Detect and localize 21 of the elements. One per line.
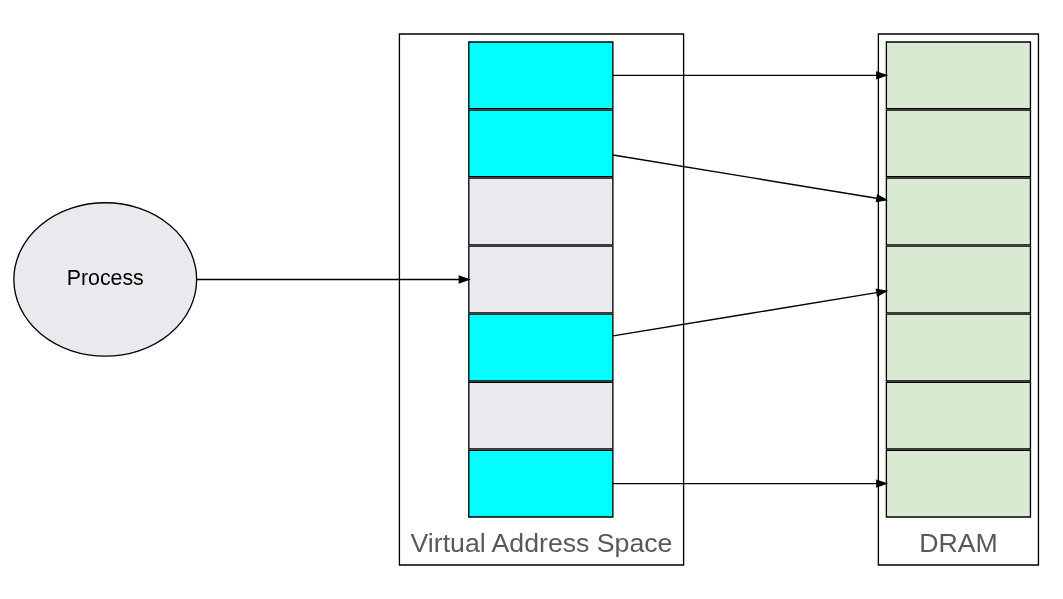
node-box [468,449,614,518]
node-box [468,313,614,382]
node-box [468,381,614,450]
arrow [612,479,889,488]
cluster: Virtual Address Space [398,33,685,566]
arrow [612,71,889,80]
node-box [885,245,1032,314]
node-box [468,177,614,246]
node-box [468,245,614,314]
node-box [468,109,614,178]
arrow [612,154,889,203]
node-box [468,41,614,110]
arrow [196,275,471,284]
node-box [885,313,1032,382]
node-ellipse: Process [13,202,198,357]
node-box [885,177,1032,246]
arrow [612,288,889,337]
node-box [885,449,1032,518]
node-box [885,41,1032,110]
node-box [885,381,1032,450]
node-box [885,109,1032,178]
